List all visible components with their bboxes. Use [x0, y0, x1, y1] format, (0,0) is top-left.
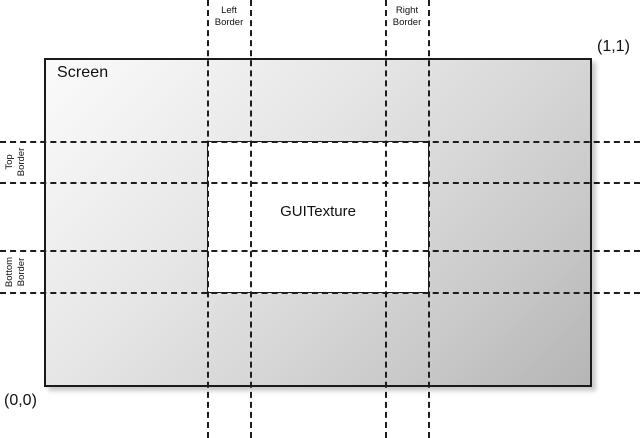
horizontal-guide-guitexture-bottom [0, 292, 640, 294]
left-border-label-line1: Left [221, 5, 237, 16]
left-border-label-line2: Border [214, 16, 244, 28]
vertical-guide-right-border [385, 0, 387, 438]
vertical-guide-guitexture-right [428, 0, 430, 438]
right-border-label-line2: Border [392, 16, 422, 28]
bottom-border-label-line1: Bottom [4, 256, 15, 288]
bottom-border-label: Bottom Border [4, 246, 27, 298]
top-border-label-line2: Border [15, 147, 27, 177]
guitexture-label: GUITexture [280, 203, 356, 220]
screen-label: Screen [57, 64, 109, 81]
top-border-label-line1: Top [4, 154, 15, 170]
right-border-label-line1: Right [395, 5, 419, 16]
coordinate-top-right: (1,1) [597, 38, 630, 55]
vertical-guide-guitexture-left [207, 0, 209, 438]
right-border-label: Right Border [377, 5, 437, 28]
horizontal-guide-bottom-border [0, 250, 640, 252]
bottom-border-label-line2: Border [15, 257, 27, 287]
coordinate-bottom-left: (0,0) [4, 392, 37, 409]
top-border-label: Top Border [4, 136, 27, 188]
vertical-guide-left-border [250, 0, 252, 438]
horizontal-guide-top-border [0, 182, 640, 184]
horizontal-guide-guitexture-top [0, 141, 640, 143]
left-border-label: Left Border [199, 5, 259, 28]
